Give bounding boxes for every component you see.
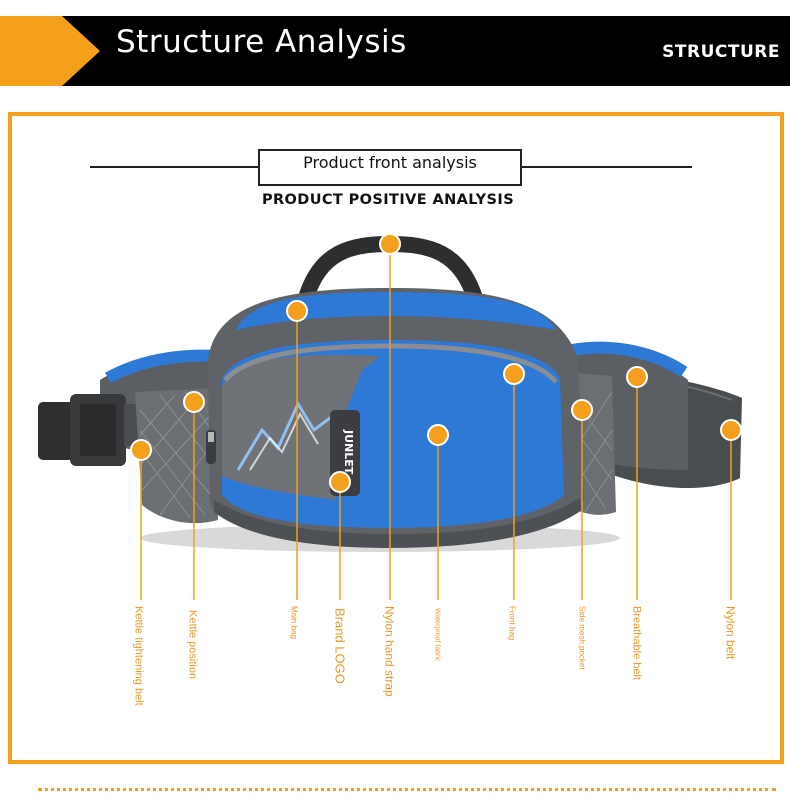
callout-label-side-mesh-pocket: Side mesh pocket bbox=[577, 606, 587, 670]
callout-dot-kettle-tightening-belt bbox=[130, 439, 152, 461]
callout-dot-waterproof-fabric bbox=[427, 424, 449, 446]
page-title: Structure Analysis bbox=[116, 24, 407, 60]
header-tag: STRUCTURE bbox=[662, 42, 780, 62]
title-rule-right bbox=[520, 166, 692, 168]
callout-dot-kettle-position bbox=[183, 391, 205, 413]
header-banner: Structure Analysis STRUCTURE bbox=[0, 16, 790, 86]
callout-dot-main-bag bbox=[286, 300, 308, 322]
callout-dot-brand-logo bbox=[329, 471, 351, 493]
brand-logo-mark: JUNLET bbox=[342, 429, 355, 475]
callout-label-kettle-tightening-belt: Kettle tightening belt bbox=[132, 606, 145, 706]
callout-dot-nylon-hand-strap bbox=[379, 233, 401, 255]
callout-label-brand-logo: Brand LOGO bbox=[332, 608, 348, 684]
chevron-right-icon bbox=[0, 16, 100, 86]
callout-label-front-bag: Front bag bbox=[507, 606, 517, 641]
callout-label-nylon-belt: Nylon belt bbox=[723, 606, 738, 660]
callout-dot-nylon-belt bbox=[720, 419, 742, 441]
callout-dot-front-bag bbox=[503, 363, 525, 385]
callout-label-breathable-belt: Breathable belt bbox=[630, 606, 643, 680]
dotted-divider bbox=[38, 788, 776, 791]
callout-label-kettle-position: Kettle position bbox=[186, 610, 199, 680]
callout-label-main-bag: Main bag bbox=[289, 606, 299, 639]
callout-label-waterproof-fabric: Waterproof fabric bbox=[433, 608, 441, 662]
callout-dot-side-mesh-pocket bbox=[571, 399, 593, 421]
callout-label-nylon-hand-strap: Nylon hand strap bbox=[382, 606, 397, 697]
content-frame bbox=[8, 112, 784, 764]
title-rule-left bbox=[90, 166, 258, 168]
section-subtitle: PRODUCT POSITIVE ANALYSIS bbox=[261, 192, 515, 208]
section-title: Product front analysis bbox=[258, 149, 522, 186]
callout-dot-breathable-belt bbox=[626, 366, 648, 388]
